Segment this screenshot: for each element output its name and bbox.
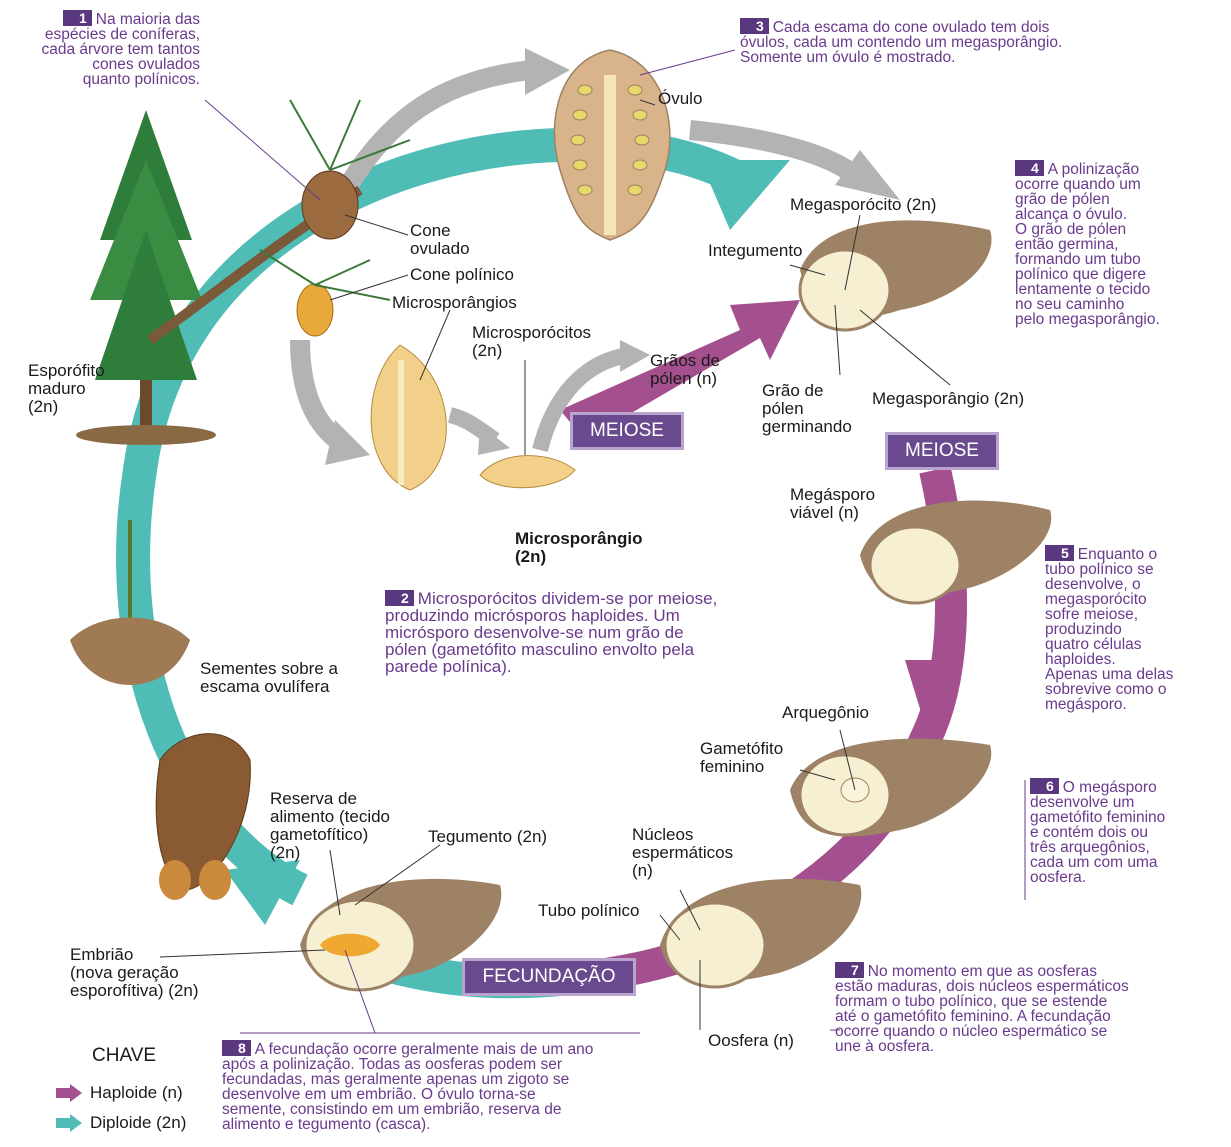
ovulate-scale-illustration	[554, 50, 669, 240]
step-8-number: 8	[222, 1040, 251, 1056]
label-esporofito-maduro: Esporófito maduro (2n)	[28, 362, 105, 416]
diploid-arrowhead-top	[700, 160, 790, 230]
seedling-illustration	[70, 520, 190, 685]
key-diploid: Diploide (2n)	[56, 1113, 186, 1133]
label-graos-de-polen: Grãos de pólen (n)	[650, 352, 720, 388]
step-3-number: 3	[740, 18, 769, 34]
pollen-cone-section	[371, 345, 446, 490]
label-sementes: Sementes sobre a escama ovulífera	[200, 660, 338, 696]
label-gametofito-feminino: Gametófito feminino	[700, 740, 783, 776]
step-1-number: 1	[63, 10, 92, 26]
step-6-body: O megásporo desenvolve um gametófito fem…	[1030, 779, 1165, 886]
label-oosfera: Oosfera (n)	[708, 1032, 794, 1050]
label-microsporangios: Microsporângios	[392, 294, 517, 312]
key-title: CHAVE	[92, 1045, 156, 1067]
fecundacao-box: FECUNDAÇÃO	[462, 958, 636, 996]
label-embriao: Embrião (nova geração esporofítiva) (2n)	[70, 946, 199, 1000]
step-8-body: A fecundação ocorre geralmente mais de u…	[222, 1041, 593, 1133]
label-grao-germinando: Grão de pólen germinando	[762, 382, 852, 436]
step-4-body: A polinização ocorre quando um grão de p…	[1015, 161, 1160, 328]
label-integumento: Integumento	[708, 242, 803, 260]
key-haploid: Haploide (n)	[56, 1083, 183, 1103]
step-4-number: 4	[1015, 160, 1044, 176]
label-arquegonio: Arquegônio	[782, 704, 869, 722]
ovule-stage-fertilization	[660, 879, 861, 987]
step-5-body: Enquanto o tubo polínico se desenvolve, …	[1045, 546, 1173, 713]
step-7-body: No momento em que as oosferas estão madu…	[835, 963, 1129, 1055]
step-2-number: 2	[385, 590, 414, 606]
label-cone-ovulado: Cone ovulado	[410, 222, 470, 258]
label-tegumento: Tegumento (2n)	[428, 828, 547, 846]
step-3-body: Cada escama do cone ovulado tem dois óvu…	[740, 19, 1062, 66]
label-megasporocito: Megasporócito (2n)	[790, 196, 936, 214]
label-microsporocitos: Microsporócitos (2n)	[472, 324, 591, 360]
label-reserva-de-alimento: Reserva de alimento (tecido gametofítico…	[270, 790, 390, 862]
diploid-arrow-icon	[56, 1114, 82, 1132]
meiose-box-pollen: MEIOSE	[570, 412, 684, 450]
step-7-number: 7	[835, 962, 864, 978]
label-cone-polinico: Cone polínico	[410, 266, 514, 284]
step-5-number: 5	[1045, 545, 1074, 561]
microsporangium-illustration	[480, 456, 575, 488]
key-haploid-label: Haploide (n)	[90, 1083, 183, 1103]
step-6-number: 6	[1030, 778, 1059, 794]
label-megasporo-viavel: Megásporo viável (n)	[790, 486, 875, 522]
label-microsporangio: Microsporângio (2n)	[515, 530, 643, 566]
ovule-stage-megaspore	[860, 500, 1051, 603]
ovule-stage-archegonia	[790, 739, 991, 837]
meiose-box-ovule: MEIOSE	[885, 432, 999, 470]
label-megasporangio: Megasporângio (2n)	[872, 390, 1024, 408]
ovule-stage-pollination	[800, 220, 992, 330]
label-tubo-polinico: Tubo polínico	[538, 902, 639, 920]
haploid-arrow-icon	[56, 1084, 82, 1102]
key-diploid-label: Diploide (2n)	[90, 1113, 186, 1133]
label-nucleos-espermaticos: Núcleos espermáticos (n)	[632, 826, 733, 880]
label-ovulo: Óvulo	[658, 90, 702, 108]
step-2-body: Microsporócitos dividem-se por meiose, p…	[385, 589, 717, 676]
